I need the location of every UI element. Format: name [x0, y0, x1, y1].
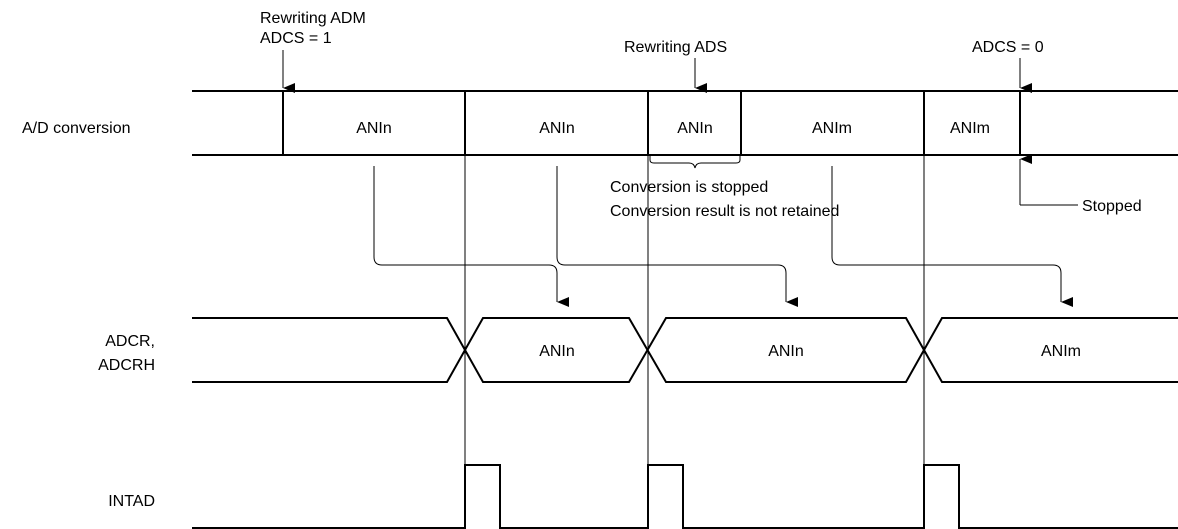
timing-reference-lines — [464, 155, 925, 465]
result-not-retained-text: Conversion result is not retained — [610, 203, 839, 220]
ad-segment-3: ANIn — [677, 120, 713, 137]
intad-label: INTAD — [108, 493, 155, 510]
transfer-arrow-3 — [831, 166, 1073, 307]
ad-segment-2: ANIn — [539, 120, 575, 137]
transfer-arrow-2 — [556, 166, 798, 307]
stopped-label: Stopped — [1082, 198, 1142, 215]
top-annotations: Rewriting ADM ADCS = 1 Rewriting ADS ADC… — [260, 10, 1044, 93]
adcr-row: ADCR, ADCRH ANIn ANIn ANIm — [98, 317, 1178, 383]
adcr-label-line1: ADCR, — [105, 333, 155, 350]
adcs-1-label: ADCS = 1 — [260, 30, 332, 47]
conversion-stopped-text: Conversion is stopped — [610, 179, 768, 196]
adcr-waveform-b — [192, 317, 1178, 383]
result-transfer-arrows — [373, 166, 1073, 307]
rewriting-ads-label: Rewriting ADS — [624, 39, 727, 56]
adcr-segment-2: ANIn — [768, 343, 804, 360]
ad-segment-1: ANIn — [356, 120, 392, 137]
ad-conversion-row: A/D conversion ANIn ANIn ANIn ANIm ANIm — [22, 90, 1178, 156]
adcs-0-label: ADCS = 0 — [972, 39, 1044, 56]
ad-conversion-label: A/D conversion — [22, 120, 131, 137]
ad-segment-4: ANIm — [812, 120, 852, 137]
adcr-label-line2: ADCRH — [98, 357, 155, 374]
ad-segment-5: ANIm — [950, 120, 990, 137]
adcr-segment-1: ANIn — [539, 343, 575, 360]
transfer-arrow-1 — [373, 166, 569, 307]
adcr-segment-3: ANIm — [1041, 343, 1081, 360]
intad-waveform — [192, 464, 1178, 529]
adcr-waveform-a — [192, 317, 1178, 383]
rewriting-adm-label: Rewriting ADM — [260, 10, 366, 27]
stopped-conversion-brace — [649, 155, 741, 169]
intad-row: INTAD — [108, 464, 1178, 529]
